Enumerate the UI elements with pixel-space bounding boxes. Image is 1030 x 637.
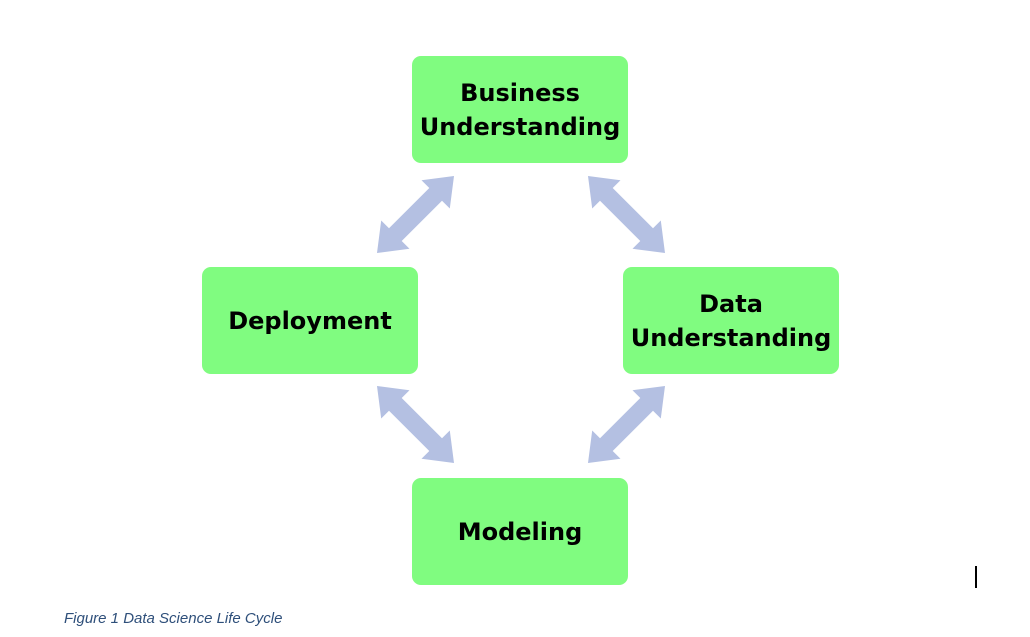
text-cursor bbox=[975, 566, 977, 588]
figure-caption: Figure 1 Data Science Life Cycle bbox=[64, 610, 283, 627]
node-label: Data Understanding bbox=[630, 289, 832, 352]
node-deployment: Deployment bbox=[202, 267, 418, 374]
node-business-understanding: Business Understanding bbox=[412, 56, 628, 163]
node-label: Deployment bbox=[228, 306, 392, 335]
double-arrow-shape bbox=[588, 176, 665, 253]
double-arrow-business-data bbox=[588, 176, 665, 253]
node-label: Modeling bbox=[457, 517, 583, 546]
double-arrow-deploy-business bbox=[377, 176, 454, 253]
double-arrow-shape bbox=[377, 386, 454, 463]
double-arrow-data-model bbox=[588, 386, 665, 463]
double-arrow-model-deploy bbox=[377, 386, 454, 463]
double-arrow-shape bbox=[377, 176, 454, 253]
node-label: Business Understanding bbox=[419, 78, 621, 141]
node-modeling: Modeling bbox=[412, 478, 628, 585]
node-data-understanding: Data Understanding bbox=[623, 267, 839, 374]
double-arrow-shape bbox=[588, 386, 665, 463]
